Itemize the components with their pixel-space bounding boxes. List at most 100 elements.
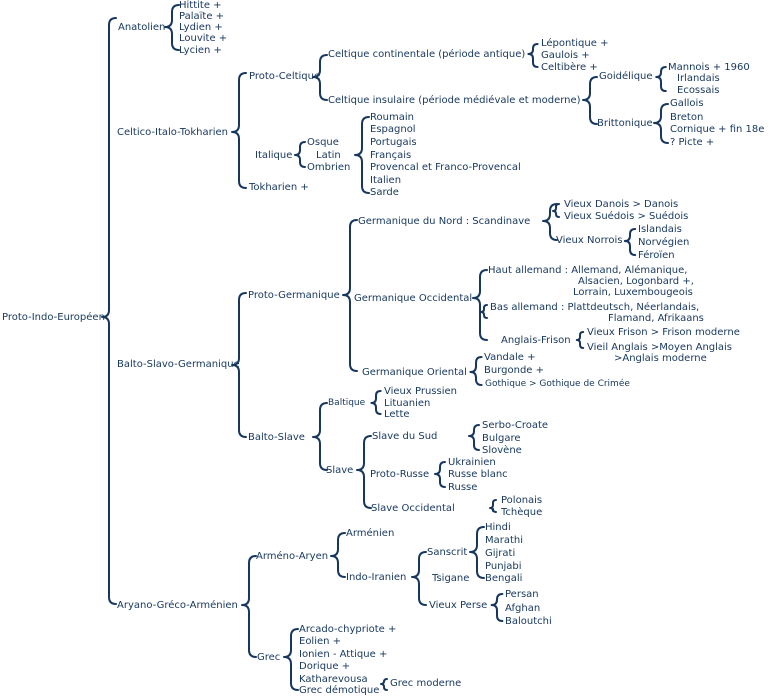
brace-suedois [552, 203, 560, 218]
node-tokharien: Tokharien + [249, 182, 309, 193]
leaf-haut-allemand-line3: Lorrain, Luxembougeois [573, 287, 693, 298]
leaf-ukrainien: Ukrainien [448, 457, 496, 468]
node-armeno-aryen: Arméno-Aryen [256, 551, 329, 562]
brace-italique [294, 141, 306, 168]
node-proto-celtique: Proto-Celtique [249, 71, 321, 82]
node-bas-allemand: Bas allemand : Plattdeutsch, Néerlandais… [490, 302, 700, 313]
node-germanique-oriental: Germanique Oriental [362, 367, 467, 378]
node-anglais-frison: Anglais-Frison [501, 335, 571, 346]
leaf-vandale: Vandale + [484, 352, 536, 363]
brace-slave-occ [489, 499, 497, 513]
brace-vieux-perse [490, 593, 504, 622]
node-vieux-perse: Vieux Perse [429, 600, 488, 611]
brace-germ-oriental [469, 356, 483, 386]
node-balto-slavo-germanique: Balto-Slavo-Germanique [117, 359, 240, 370]
leaf-francais: Français [370, 150, 412, 161]
brace-indo-iranien [411, 551, 427, 606]
node-indo-iranien: Indo-Iranien [346, 572, 407, 583]
brace-grec-moderne [380, 678, 388, 691]
brace-slave-sud [468, 424, 480, 451]
leaf-marathi: Marathi [485, 535, 524, 546]
leaf-bas-allemand-line2: Flamand, Afrikaans [608, 313, 704, 324]
node-italique: Italique [255, 150, 293, 161]
leaf-portugais: Portugais [370, 137, 417, 148]
node-aryano-greco-armenien: Aryano-Gréco-Arménien [117, 600, 238, 611]
node-germanique-nord: Germanique du Nord : Scandinave [358, 216, 531, 227]
node-germanique-occidental: Germanique Occidental [354, 293, 473, 304]
brace-grec [283, 628, 299, 691]
brace-germ-occ [472, 269, 488, 341]
brace-balto-slave [312, 402, 328, 471]
leaf-armenien: Arménien [346, 528, 395, 539]
node-proto-germanique: Proto-Germanique [248, 290, 340, 301]
leaf-celtibere: Celtibère + [541, 62, 598, 73]
leaf-gijrati: Gijrati [485, 548, 516, 559]
leaf-slovene: Slovène [482, 445, 522, 456]
node-brittonique: Brittonique [597, 118, 653, 129]
brace-sanscrit [469, 526, 485, 579]
brace-anatolien [164, 4, 180, 51]
leaf-tcheque: Tchèque [501, 507, 543, 518]
brace-anglais-frison [575, 331, 585, 349]
leaf-italien: Italien [370, 175, 402, 186]
brace-slave [356, 435, 372, 509]
leaf-palaite: Palaïte + [179, 11, 225, 22]
node-balto-slave: Balto-Slave [248, 432, 305, 443]
node-celtique-continentale: Celtique continentale (période antique) [328, 49, 526, 60]
leaf-breton: Breton [670, 112, 704, 123]
node-slave: Slave [326, 465, 354, 476]
node-proto-indo-europeen: Proto-Indo-Européen [2, 312, 105, 323]
node-slave-du-sud: Slave du Sud [372, 431, 438, 442]
leaf-lepontique: Lépontique + [541, 38, 609, 49]
leaf-lette: Lette [384, 409, 410, 420]
leaf-gallois: Gallois [670, 98, 704, 109]
leaf-espagnol: Espagnol [370, 124, 416, 135]
leaf-louvite: Louvite + [179, 33, 228, 44]
node-latin: Latin [316, 150, 341, 161]
leaf-picte: ? Picte + [670, 137, 715, 148]
leaf-sarde: Sarde [370, 187, 399, 198]
leaf-polonais: Polonais [501, 495, 543, 506]
leaf-cornique: Cornique + fin 18e [670, 124, 765, 135]
leaf-vieux-suedois: Vieux Suédois > Suédois [564, 211, 689, 222]
brace-baltique [370, 390, 382, 415]
node-celtico-italo-tokharien: Celtico-Italo-Tokharien [117, 127, 228, 138]
leaf-haut-allemand-line2: Alsacien, Logonbard +, [578, 276, 694, 287]
brace-celtico [231, 72, 247, 189]
brace-celt-cont [527, 43, 539, 68]
leaf-arcado-chypriote: Arcado-chypriote + [299, 624, 397, 635]
leaf-roumain: Roumain [370, 112, 414, 123]
leaf-bulgare: Bulgare [482, 433, 521, 444]
brace-aryano [241, 555, 257, 658]
node-osque: Osque [307, 137, 339, 148]
leaf-vieil-anglais: Vieil Anglais >Moyen Anglais [587, 342, 733, 353]
leaf-afghan: Afghan [505, 603, 541, 614]
leaf-vieux-frison: Vieux Frison > Frison moderne [587, 327, 740, 338]
node-slave-occidental: Slave Occidental [371, 503, 455, 514]
leaf-persan: Persan [505, 589, 539, 600]
leaf-russe-blanc: Russe blanc [448, 469, 508, 480]
leaf-provencal: Provencal et Franco-Provencal [370, 162, 521, 173]
leaf-norvegien: Norvégien [638, 237, 690, 248]
node-vieux-norrois: Vieux Norrois [556, 235, 623, 246]
leaf-lycien: Lycien + [179, 45, 222, 56]
leaf-gothique: Gothique > Gothique de Crimée [485, 379, 630, 389]
brace-proto-celtique [312, 54, 328, 101]
leaf-lituanien: Lituanien [384, 398, 431, 409]
leaf-russe: Russe [448, 482, 478, 493]
leaf-hittite: Hittite + [179, 0, 222, 11]
brace-norrois [623, 228, 637, 256]
node-baltique: Baltique [328, 398, 366, 408]
brace-balto-slavo [231, 292, 247, 438]
brace-germ-nord [542, 203, 558, 241]
leaf-ionien-attique: Ionien - Attique + [299, 649, 388, 660]
leaf-dorique: Dorique + [299, 661, 351, 672]
node-ombrien: Ombrien [307, 162, 351, 173]
leaf-mannois: Mannois + 1960 [668, 62, 750, 73]
leaf-burgonde: Burgonde + [484, 365, 544, 376]
node-haut-allemand: Haut allemand : Allemand, Alémanique, [488, 265, 688, 276]
leaf-hindi: Hindi [485, 522, 511, 533]
leaf-eolien: Eolien + [299, 636, 342, 647]
